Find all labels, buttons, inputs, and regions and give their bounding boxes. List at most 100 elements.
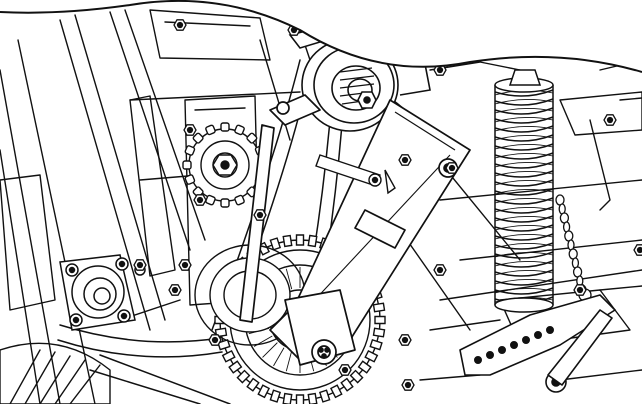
spring-coil-back <box>495 252 553 257</box>
gear-tooth <box>270 390 280 402</box>
spring-coil <box>495 108 553 114</box>
spring-coil <box>495 270 553 276</box>
spring-coil <box>495 171 553 177</box>
spring-coil <box>495 153 553 159</box>
gear-spoke-line <box>263 343 278 358</box>
gear-tooth <box>341 379 353 391</box>
bearing-housing <box>60 255 145 330</box>
bracket-hole <box>475 357 481 363</box>
spring-coil-back <box>495 180 553 185</box>
spring-coil <box>495 117 553 123</box>
sprocket-tooth <box>183 161 191 169</box>
spring-coil <box>495 252 553 258</box>
bolt <box>184 125 196 135</box>
gear-tooth <box>297 395 304 404</box>
spring-coil <box>495 243 553 249</box>
spring-coil <box>495 162 553 168</box>
spring-coil <box>495 189 553 195</box>
spring-coil <box>495 198 553 204</box>
bolt <box>209 335 221 345</box>
sprocket-tooth <box>246 132 257 143</box>
spring-coil <box>495 126 553 132</box>
bolt <box>169 285 181 295</box>
cutaway-boundary <box>0 0 642 72</box>
gear-tooth <box>374 303 385 311</box>
sprocket-tooth <box>221 199 229 207</box>
hydraulic-cylinder <box>316 155 395 193</box>
bolt <box>179 260 191 270</box>
spring-coil <box>495 225 553 231</box>
spring-coil <box>495 279 553 285</box>
coil-spring <box>495 70 553 312</box>
spring-coil-back <box>495 288 553 293</box>
spring-coil <box>495 216 553 222</box>
sprocket-tooth <box>205 195 215 205</box>
spring-coil-back <box>495 243 553 248</box>
spring-coil <box>495 261 553 267</box>
sprocket-tooth <box>234 125 244 135</box>
spring-chain <box>556 195 591 301</box>
sprocket-tooth <box>185 174 195 184</box>
spring-coil <box>495 90 553 96</box>
bracket-hole <box>535 332 541 338</box>
gear-tooth <box>247 379 259 391</box>
bolt <box>402 380 414 390</box>
spring-coil-back <box>495 198 553 203</box>
sprocket-tooth <box>234 195 244 205</box>
gear-tooth <box>375 317 385 324</box>
spring-coil-back <box>495 162 553 167</box>
bracket-hole <box>547 327 553 333</box>
spring-coil-back <box>495 216 553 221</box>
gear-tooth <box>223 351 235 362</box>
bolt <box>399 335 411 345</box>
bolt <box>604 115 616 125</box>
gear-tooth <box>331 385 342 397</box>
gear-tooth <box>365 351 377 362</box>
bolt <box>574 285 586 295</box>
bolt <box>634 245 642 255</box>
spring-coil-back <box>495 189 553 194</box>
bolt <box>194 195 206 205</box>
sprocket-tooth <box>185 145 195 155</box>
spring-coil-back <box>495 279 553 284</box>
gear-tooth <box>229 361 241 373</box>
gear-tooth <box>237 371 249 383</box>
gear-tooth <box>374 328 385 336</box>
bracket-hole <box>511 342 517 348</box>
spring-coil-back <box>495 99 553 104</box>
spring-coil-back <box>495 108 553 113</box>
adjustment-bracket <box>460 295 615 392</box>
sprocket-tooth <box>221 123 229 131</box>
bolt <box>434 265 446 275</box>
bolt <box>254 210 266 220</box>
gear-tooth <box>320 390 330 402</box>
upper-idler-pulley <box>290 30 430 131</box>
tension-arm <box>240 95 470 365</box>
spring-coil-back <box>495 117 553 122</box>
bolt <box>399 155 411 165</box>
spring-coil-back <box>495 144 553 149</box>
gear-tooth <box>270 238 280 250</box>
gear-tooth <box>297 235 304 245</box>
spring-coil <box>495 180 553 186</box>
spring-coil-back <box>495 171 553 176</box>
gear-tooth <box>359 361 371 373</box>
bolt <box>174 20 186 30</box>
bracket-hole <box>487 352 493 358</box>
gear-tooth <box>283 394 291 404</box>
gear-spoke-line <box>286 351 291 371</box>
sprocket-tooth <box>192 132 203 143</box>
gear-tooth <box>308 394 316 404</box>
spring-coil <box>495 99 553 105</box>
sprocket-tooth <box>205 125 215 135</box>
bracket-hole <box>523 337 529 343</box>
bolt <box>446 163 458 173</box>
spring-coil-back <box>495 207 553 212</box>
gear-tooth <box>308 235 316 246</box>
spring-coil-back <box>495 153 553 158</box>
gear-spoke-line <box>274 348 285 366</box>
spring-coil-back <box>495 225 553 230</box>
gear-tooth <box>351 371 363 383</box>
